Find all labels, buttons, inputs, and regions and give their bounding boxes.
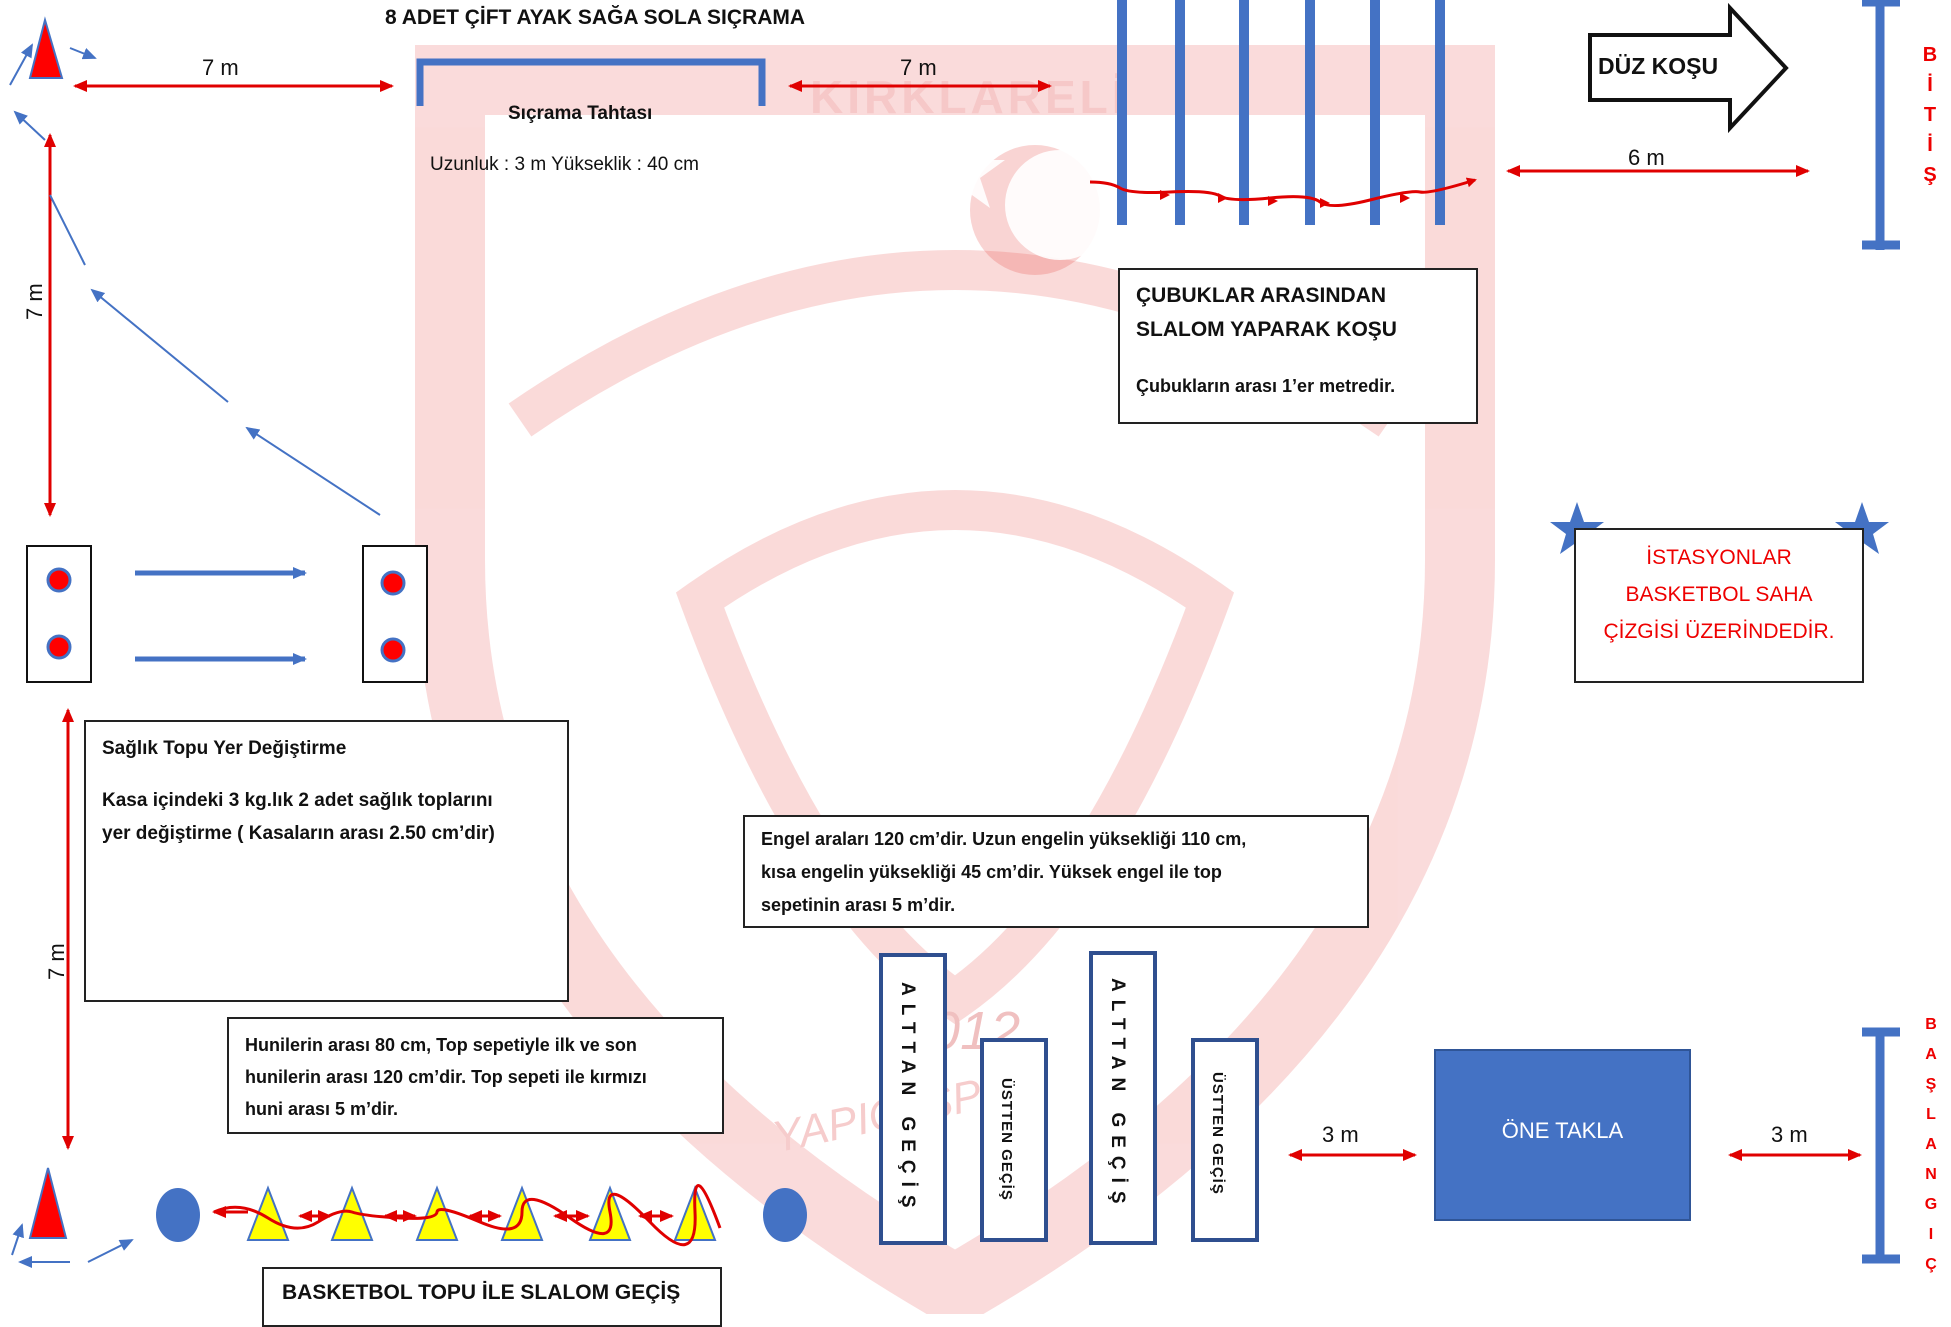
medicine-ball-info-box: Sağlık Topu Yer Değiştirme Kasa içindeki…	[84, 720, 569, 1002]
jump-board-dims: Uzunluk : 3 m Yükseklik : 40 cm	[430, 154, 699, 175]
distance-label-top-mid: 7 m	[900, 55, 937, 80]
straight-run-arrow	[1588, 2, 1789, 134]
stations-note-line3: ÇİZGİSİ ÜZERİNDEDİR.	[1603, 620, 1835, 643]
poles-info-line3: Çubukların arası 1’er metredir.	[1136, 376, 1396, 396]
distance-label-finish: 6 m	[1628, 145, 1665, 170]
slalom-label-box: BASKETBOL TOPU İLE SLALOM GEÇİŞ	[262, 1267, 722, 1327]
hurdle-info-line3: sepetinin arası 5 m’dir.	[761, 895, 956, 915]
hurdle-under-2	[1089, 951, 1157, 1245]
medicine-ball-line1: Kasa içindeki 3 kg.lık 2 adet sağlık top…	[102, 790, 493, 811]
hurdle-over-1	[980, 1038, 1048, 1242]
distance-label-roll-left: 3 m	[1322, 1122, 1359, 1147]
straight-run-label: DÜZ KOŞU	[1598, 53, 1719, 79]
distance-label-left-lower: 7 m	[44, 943, 69, 980]
diagram-title: 8 ADET ÇİFT AYAK SAĞA SOLA SIÇRAMA	[385, 6, 806, 29]
hurdle-under-1	[879, 953, 947, 1245]
arrow-cone-top-2	[69, 47, 97, 60]
crate-left	[26, 545, 92, 683]
distance-label-top-left: 7 m	[202, 55, 239, 80]
watermark-text: KIRKLARELİ	[810, 71, 1129, 123]
arrow-diag-3	[49, 194, 86, 266]
jump-board-name: Sıçrama Tahtası	[508, 103, 653, 124]
poles-info-line1: ÇUBUKLAR ARASINDAN	[1136, 284, 1387, 307]
arrow-cone-top-3	[13, 110, 46, 141]
roll-label: ÖNE TAKLA	[1501, 1118, 1624, 1143]
medicine-ball-line2: yer değiştirme ( Kasaların arası 2.50 cm…	[102, 823, 495, 844]
arrow-cone-bottom-3	[87, 1239, 134, 1263]
arrow-cone-top	[9, 43, 33, 86]
cone-info-line2: hunilerin arası 120 cm’dir. Top sepeti i…	[245, 1067, 647, 1087]
hurdle-over-2	[1191, 1038, 1259, 1242]
finish-line	[1862, 0, 1900, 250]
hurdle-over-2-label: ÜSTTEN GEÇİŞ	[1209, 1072, 1226, 1195]
distance-label-roll-right: 3 m	[1771, 1122, 1808, 1147]
poles-info-box: ÇUBUKLAR ARASINDAN SLALOM YAPARAK KOŞU Ç…	[1118, 268, 1478, 424]
jump-board	[416, 58, 766, 106]
cone-info-line1: Hunilerin arası 80 cm, Top sepetiyle ilk…	[245, 1035, 637, 1055]
slalom-path	[1089, 177, 1477, 207]
distance-label-left-upper: 7 m	[22, 283, 47, 320]
medicine-ball-title: Sağlık Topu Yer Değiştirme	[102, 738, 347, 759]
arrow-diag-2	[90, 288, 229, 403]
hurdle-info-box: Engel araları 120 cm’dir. Uzun engelin y…	[743, 815, 1369, 928]
hurdle-under-1-label: ALTTAN GEÇİŞ	[897, 982, 918, 1216]
hurdle-info-line1: Engel araları 120 cm’dir. Uzun engelin y…	[761, 829, 1247, 849]
stations-note-box: İSTASYONLAR BASKETBOL SAHA ÇİZGİSİ ÜZERİ…	[1574, 528, 1864, 683]
hurdle-over-1-label: ÜSTTEN GEÇİŞ	[998, 1078, 1015, 1201]
start-line	[1862, 1027, 1900, 1264]
ball-basket-right	[763, 1188, 807, 1242]
stations-note-line2: BASKETBOL SAHA	[1625, 583, 1813, 606]
poles-info-line2: SLALOM YAPARAK KOŞU	[1136, 318, 1397, 341]
stations-note-line1: İSTASYONLAR	[1646, 546, 1792, 569]
ball-basket-left	[156, 1188, 200, 1242]
arrow-diag-1	[245, 426, 381, 516]
cone-bottom-left	[28, 1167, 68, 1239]
hurdle-info-line2: kısa engelin yüksekliği 45 cm’dir. Yükse…	[761, 862, 1222, 882]
cone-top-left	[28, 16, 64, 79]
hurdle-under-2-label: ALTTAN GEÇİŞ	[1107, 978, 1128, 1212]
roll-mat	[1434, 1049, 1691, 1221]
slalom-label: BASKETBOL TOPU İLE SLALOM GEÇİŞ	[282, 1281, 681, 1304]
cone-info-box: Hunilerin arası 80 cm, Top sepetiyle ilk…	[227, 1017, 724, 1134]
yellow-cones	[246, 1185, 717, 1241]
cone-info-line3: huni arası 5 m’dir.	[245, 1099, 399, 1119]
arrow-cone-bottom-1	[11, 1223, 24, 1256]
